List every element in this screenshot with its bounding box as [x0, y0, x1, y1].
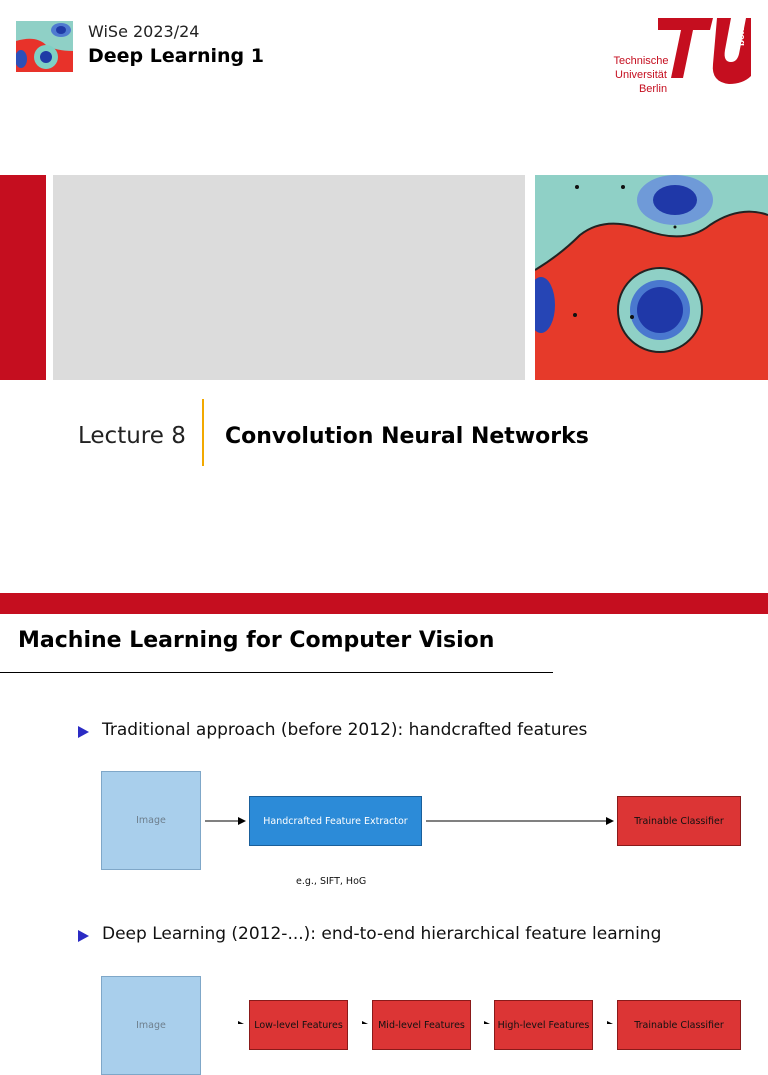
- diagram-arrows: [205, 817, 615, 1024]
- lecture-number: Lecture 8: [78, 423, 186, 449]
- semester-label: WiSe 2023/24: [88, 22, 200, 41]
- diagram1-note: e.g., SIFT, HoG: [296, 876, 367, 887]
- diagram1-classifier-box: Trainable Classifier: [617, 796, 741, 846]
- frame-title-rule: [0, 672, 553, 673]
- tu-berlin-logo: berlin Technische Universität Berlin: [613, 16, 751, 98]
- logo-line-2: Universität: [615, 69, 667, 81]
- diagram2-mid-level-box: Mid-level Features: [372, 1000, 471, 1050]
- logo-mark-text: berlin: [736, 19, 747, 46]
- bullet-deep-learning: Deep Learning (2012-...): end-to-end hie…: [102, 924, 662, 944]
- frame-title: Machine Learning for Computer Vision: [18, 628, 495, 653]
- title-band-red: [0, 175, 46, 380]
- diagram1-image-box: Image: [101, 771, 201, 870]
- bullet-triangle-icon: [78, 726, 89, 738]
- title-separator: [202, 399, 204, 466]
- lecture-title: Convolution Neural Networks: [225, 424, 589, 449]
- diagram2-low-level-box: Low-level Features: [249, 1000, 348, 1050]
- logo-line-1: Technische: [613, 55, 668, 67]
- course-title: Deep Learning 1: [88, 45, 264, 67]
- title-band-grey: [53, 175, 525, 380]
- diagram2-image-box: Image: [101, 976, 201, 1075]
- heatmap-banner-image: [535, 175, 768, 380]
- diagram2-classifier-box: Trainable Classifier: [617, 1000, 741, 1050]
- course-thumbnail: [16, 21, 73, 72]
- diagram2-high-level-box: High-level Features: [494, 1000, 593, 1050]
- bullet-triangle-icon: [78, 930, 89, 942]
- bullet-traditional: Traditional approach (before 2012): hand…: [102, 720, 588, 740]
- diagram1-feature-extractor-box: Handcrafted Feature Extractor: [249, 796, 422, 846]
- slide-top-bar: [0, 593, 768, 614]
- logo-line-3: Berlin: [639, 83, 667, 95]
